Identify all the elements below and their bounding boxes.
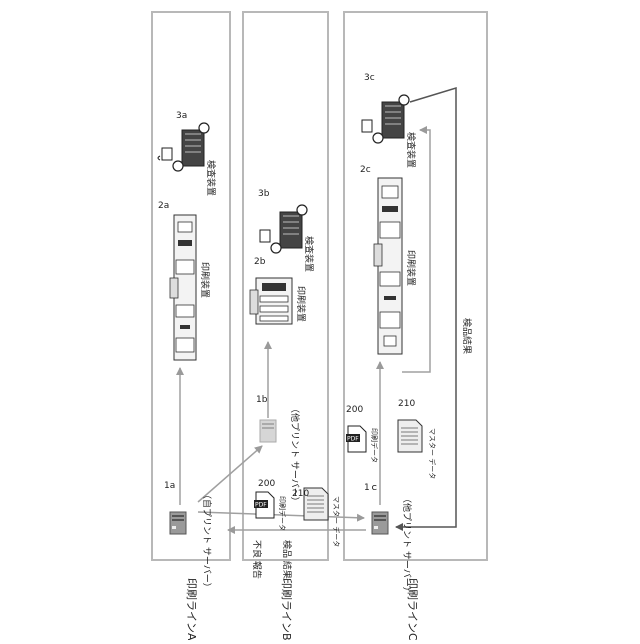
print-data-label-1: 印刷データ [278,496,287,531]
printer-2a-icon [170,215,196,360]
pdf-icon-text: PDF [255,502,267,509]
printer-2c-label: 印刷装置 [405,250,417,286]
inspector-3b-icon [260,205,307,253]
inspection-result-label-right: 検品結果 [461,318,473,354]
printer-2a-label: 印刷装置 [199,262,211,298]
server-1a-ref: 1a [164,481,175,491]
inspector-3c-icon [362,95,409,143]
inspector-3a-icon [158,123,209,171]
inspector-3a-ref: 3a [176,111,187,121]
inspector-3c-ref: 3c [364,73,375,83]
print-data-label-2: 印刷データ [370,428,379,463]
inspector-3b-label: 検査装置 [303,236,315,272]
inspector-3a-label: 検査装置 [205,160,217,196]
print-data-ref-1: 200 [258,479,275,489]
server-1c-ref: 1ｃ [364,483,379,493]
line-b-label: 印刷ラインB [280,578,293,640]
printer-2c-ref: 2c [360,165,371,175]
server-1c-icon [372,512,388,534]
printer-2c-icon [374,178,402,354]
pdf-icon-text-c: PDF [347,436,359,443]
master-data-label-1: マスター データ [332,496,341,547]
inspector-3b-ref: 3b [258,189,270,199]
server-1c-label: （他プリント サーバー） [401,494,413,596]
server-1b-ref: 1b [256,395,268,405]
line-a-label: 印刷ラインA [185,578,198,640]
inspector-3c-label: 検査装置 [405,132,417,168]
master-data-ref-1: 210 [292,489,309,499]
printer-2a-ref: 2a [158,201,169,211]
master-data-label-2: マスター データ [428,428,437,479]
master-data-ref-2: 210 [398,399,415,409]
pdf-document-icon-c: PDF [346,426,366,452]
arrow-3c-to-1c [396,88,456,527]
inspection-result-label-left: 検品 結果 [281,540,293,579]
pdf-document-icon: PDF [254,492,274,518]
defect-report-label: 不良 報告 [251,540,263,579]
print-data-ref-2: 200 [346,405,363,415]
printer-2b-icon [250,278,292,324]
master-data-icon-c [398,420,422,452]
server-1a-label: （自プリント サーバー） [201,490,213,592]
server-1a-icon [170,512,186,534]
server-1b-icon [260,420,276,442]
printer-2b-ref: 2b [254,257,266,267]
printer-2b-label: 印刷装置 [295,286,307,322]
